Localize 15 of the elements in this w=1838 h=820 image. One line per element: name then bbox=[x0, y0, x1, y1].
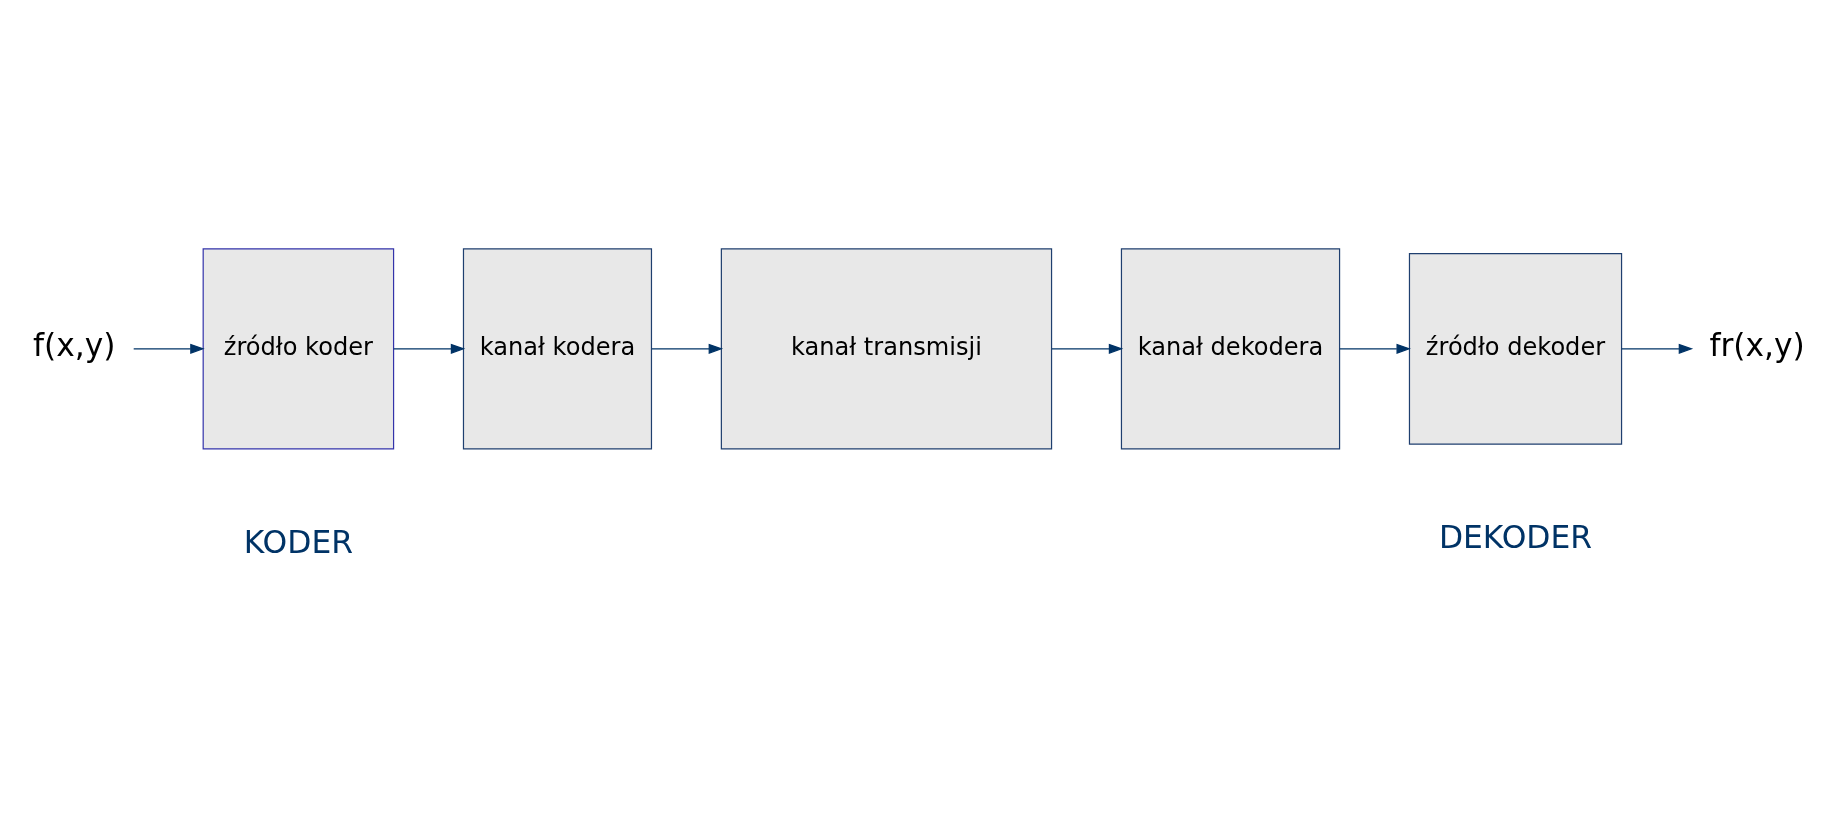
arrow bbox=[1339, 343, 1411, 354]
node-text: f(x,y) bbox=[32, 327, 116, 364]
node-box: kanał dekodera bbox=[1120, 248, 1341, 450]
arrow bbox=[133, 343, 205, 354]
arrow bbox=[651, 343, 724, 354]
node-box: kanał kodera bbox=[462, 248, 653, 450]
node-box: kanał transmisji bbox=[720, 248, 1053, 450]
label: DEKODER bbox=[1438, 519, 1593, 556]
arrow bbox=[1621, 343, 1694, 354]
node-box: źródło dekoder bbox=[1408, 253, 1623, 445]
arrow bbox=[1051, 343, 1124, 354]
node-text: fr(x,y) bbox=[1709, 327, 1805, 364]
arrow bbox=[393, 343, 466, 354]
label: KODER bbox=[243, 523, 353, 560]
node-box: źródło koder bbox=[202, 248, 395, 450]
